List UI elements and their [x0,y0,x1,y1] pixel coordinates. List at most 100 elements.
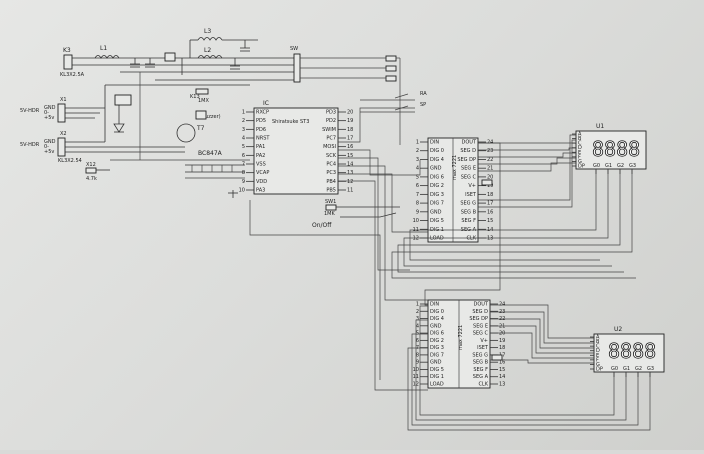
mcu-pin-name: SWIM [322,127,336,133]
display-u1-seg-pin: C [578,141,582,147]
display-u2-seg-pin: F [596,357,599,363]
driver1-pin-name: DOUT [462,140,477,146]
driver1-pin-name: DIG 7 [430,201,444,207]
driver1-pin-name: CLK [466,236,476,242]
driver1-pin-number: 16 [487,209,493,215]
driver1-pin-name: DIG 0 [430,148,444,154]
driver2-pin-number: 19 [499,338,505,344]
driver1-pin-number: 19 [487,183,493,189]
driver1-pin-name: SEG G [460,201,476,207]
driver1-pin-number: 13 [487,236,493,242]
mcu-pin-name: PD5 [256,118,266,124]
driver1-pin-name: GND [430,166,442,172]
driver2-pin-name: DIG 0 [430,309,444,315]
display-u2-seg-pin: B [596,339,600,345]
x1-side-label: 5V-HDR [20,108,40,114]
power-input-section: K3 KL3X2.5A L1 L3 L2 SW [60,28,401,145]
input-section: 5V-HDR X1 GND 0- +5v 5V-HDR X2 GND 0- +5… [20,72,250,182]
driver1-pin-number: 22 [487,157,493,163]
driver2-pin-name: GND [430,360,442,366]
driver1-pin-name: SEG F [461,218,476,224]
mcu-pin-name: PC7 [326,136,336,142]
driver2-pin-number: 1 [416,302,419,308]
x12-value: 4.7k [86,176,97,182]
driver2-pin-name: DIG 6 [430,331,444,337]
resistor-k13 [195,88,209,95]
mcu-pin-name: PD2 [326,118,336,124]
driver1-pin-number: 12 [413,236,419,242]
display-u2-common-pin: G2 [635,366,642,372]
driver1-pin-number: 18 [487,192,493,198]
mcu-pin-name: PB5 [326,188,336,194]
driver1-pin-number: 17 [487,201,493,207]
driver1-pin-name: GND [430,209,442,215]
mcu-pin-name: PC3 [326,170,336,176]
driver2-pin-name: DIG 7 [430,352,444,358]
mcu-pin-number: 17 [347,136,353,142]
k13-value: 1MX [198,98,209,104]
resistor-x12 [85,167,97,174]
mcu-chip [253,107,339,195]
x2-pin-5v: +5v [44,149,54,155]
x1-pin-5v: +5v [44,115,54,121]
display-u1-seg-pin: B [578,136,582,142]
button-1[interactable] [394,93,409,99]
display-u1-seg-pin: G [578,159,582,165]
driver1-pin-number: 20 [487,174,493,180]
driver1-pin-number: 24 [487,140,493,146]
connector-x2-ref: X2 [60,131,67,137]
mcu-pin-number: 19 [347,118,353,124]
mcu-pin-name: PA3 [256,188,265,194]
driver1-pin-number: 23 [487,148,493,154]
mcu-pin-name: VDD [256,179,267,185]
driver1-name: max 7221 [452,155,458,180]
mcu-pin-number: 9 [242,179,245,185]
driver1-pin-number: 7 [416,192,419,198]
driver2-pin-number: 3 [416,316,419,322]
sp-label: SP [420,102,426,108]
display-u2-seg-pin: G [596,362,600,368]
driver2-pin-number: 6 [416,338,419,344]
driver1-pin-name: DIG 5 [430,218,444,224]
mcu-name: Shiratsuke ST3 [272,119,309,125]
display-u1-common-pin: G3 [629,163,636,169]
driver2-pin-name: SEG DP [469,316,488,322]
on-off-switch[interactable] [379,212,397,218]
display-u1 [575,130,647,170]
mcu-pin-number: 7 [242,162,245,168]
mcu-pin-name: VSS [256,162,266,168]
display-u2-common-pin: G1 [623,366,630,372]
ra-label: RA [420,91,427,97]
driver1-pin-name: SEG DP [457,157,476,163]
inductor-l3-label: L3 [204,28,211,35]
driver1-pin-name: SEG E [461,166,476,172]
driver1-pin-name: V+ [468,183,476,189]
display-u1-common-pin: G1 [605,163,612,169]
driver1-pin-number: 9 [416,209,419,215]
driver1-pin-name: LOAD [430,236,444,242]
connector-x1-ref: X1 [60,97,67,103]
buzzer-note: (buzzer) [200,114,221,120]
driver1-pin-number: 8 [416,201,419,207]
inductor-l2 [197,55,223,59]
driver1-pin-name: SEG C [461,174,477,180]
sw-label: SW [290,46,298,52]
mcu-ref: IC [263,100,269,107]
x12-ref: X12 [86,162,96,168]
mcu-pin-number: 6 [242,153,245,159]
driver2-pin-number: 18 [499,345,505,351]
driver2-pin-name: SEG C [473,331,489,337]
driver2-pin-number: 15 [499,367,505,373]
bc847-label: BC847A [198,150,223,157]
driver2-pin-number: 24 [499,302,505,308]
driver1-pin-number: 4 [416,166,419,172]
sw1-ref: SW1 [325,199,336,205]
inductor-l1 [94,55,120,59]
driver2-pin-name: DIG 1 [430,374,444,380]
on-off-label: On/Off [312,222,332,229]
display-u1-seg-pin: E [578,150,581,156]
driver2-pin-name: DIG 4 [430,316,444,322]
